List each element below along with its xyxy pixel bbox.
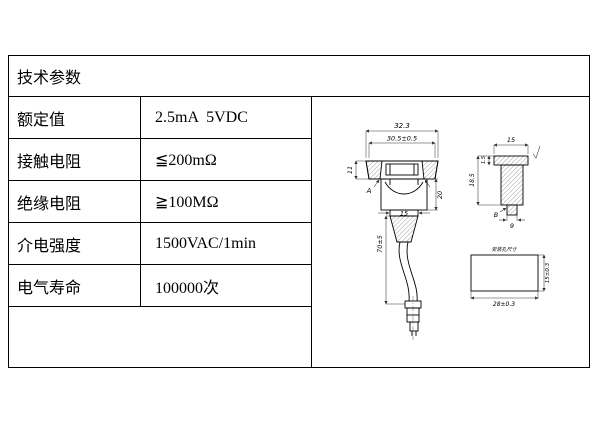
section-a-label: A	[366, 187, 372, 195]
surface-finish-icon	[532, 145, 541, 159]
dim-front-outer-width: 32.3	[394, 122, 410, 130]
table-title: 技术参数	[9, 56, 589, 97]
dim-front-inner-width: 30.5±0.5	[387, 135, 417, 143]
dim-hole-width: 28±0.3	[493, 301, 515, 308]
param-value-insulation-resistance: ≧100MΩ	[141, 181, 311, 223]
mounting-hole-detail: 安装孔尺寸 15±0.3 28±0.3	[470, 246, 551, 308]
side-view: 15 1.5 18.5	[469, 136, 541, 230]
mounting-hole-label: 安装孔尺寸	[491, 246, 517, 253]
wire-connector	[404, 296, 422, 340]
dim-side-lip: 1.5	[481, 156, 487, 164]
lead-wires	[398, 241, 418, 302]
param-value-rated-value: 2.5mA 5VDC	[141, 97, 311, 139]
param-label-insulation-resistance: 绝缘电阻	[9, 181, 141, 223]
strain-relief-boot	[389, 215, 419, 243]
param-value-dielectric-strength: 1500VAC/1min	[141, 223, 311, 265]
dim-wire-length: 70±5	[376, 235, 384, 253]
dim-side-top-width: 15	[507, 136, 515, 144]
mounting-hole-outline	[470, 254, 539, 292]
switch-body	[380, 178, 428, 211]
dim-hole-height: 15±0.3	[545, 262, 551, 283]
param-label-dielectric-strength: 介电强度	[9, 223, 141, 265]
dim-neck-width: 15	[400, 210, 408, 218]
param-label-electrical-life: 电气寿命	[9, 265, 141, 307]
technical-drawing: 32.3 30.5±0.5	[346, 122, 551, 340]
dim-body-height: 20	[436, 191, 444, 199]
technical-drawing-cell: 32.3 30.5±0.5	[311, 97, 589, 367]
param-label-rated-value: 额定值	[9, 97, 141, 139]
dim-side-height: 18.5	[469, 173, 476, 187]
side-flange	[493, 155, 529, 166]
dim-stub-width: 9	[510, 222, 514, 230]
param-value-electrical-life: 100000次	[141, 265, 311, 307]
empty-cell	[9, 307, 311, 367]
front-view: 32.3 30.5±0.5	[346, 122, 444, 340]
dim-flange-height: 11	[346, 166, 354, 174]
param-value-contact-resistance: ≦200mΩ	[141, 139, 311, 181]
section-b-label: B	[494, 211, 499, 219]
param-label-contact-resistance: 接触电阻	[9, 139, 141, 181]
side-stub	[506, 204, 518, 216]
side-body	[500, 164, 524, 206]
parameter-table: 技术参数 32.3	[8, 55, 590, 368]
flange-section	[365, 160, 439, 180]
